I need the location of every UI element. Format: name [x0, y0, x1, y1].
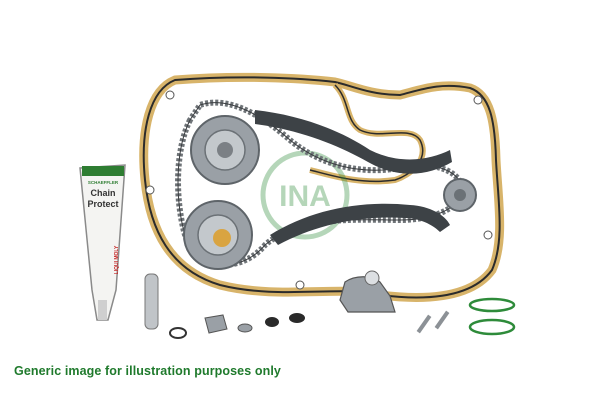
watermark-text: INA [279, 180, 331, 213]
dowel-pin-b [434, 310, 450, 330]
tube-side-mark: LIQUI MOLY [114, 245, 120, 274]
large-seal-ring-b [468, 318, 516, 336]
chain-guides [255, 110, 452, 245]
tensioner-plunger [364, 270, 380, 286]
screw-plug [204, 314, 228, 334]
tube-cap-band [82, 166, 124, 176]
lower-crank-sprocket [183, 200, 253, 270]
dowel-pin-a [416, 314, 432, 334]
tube-title-line2: Protect [87, 199, 118, 209]
guide-pin [144, 273, 159, 330]
upper-camshaft-sprocket [190, 115, 260, 185]
small-parts [144, 270, 516, 339]
chain-protect-tube: SCHAEFFLER Chain Protect LIQUI MOLY [79, 164, 126, 321]
small-o-ring [169, 327, 187, 339]
tube-title-line1: Chain [90, 188, 115, 198]
tube-brand: SCHAEFFLER [88, 180, 119, 185]
seal-a [265, 317, 279, 327]
washer-a [237, 323, 253, 333]
idler-sprocket [443, 178, 477, 212]
engine-cover-gasket [139, 72, 505, 302]
disclaimer-caption: Generic image for illustration purposes … [14, 364, 281, 378]
seal-b [289, 313, 305, 323]
large-seal-ring-a [468, 297, 516, 313]
